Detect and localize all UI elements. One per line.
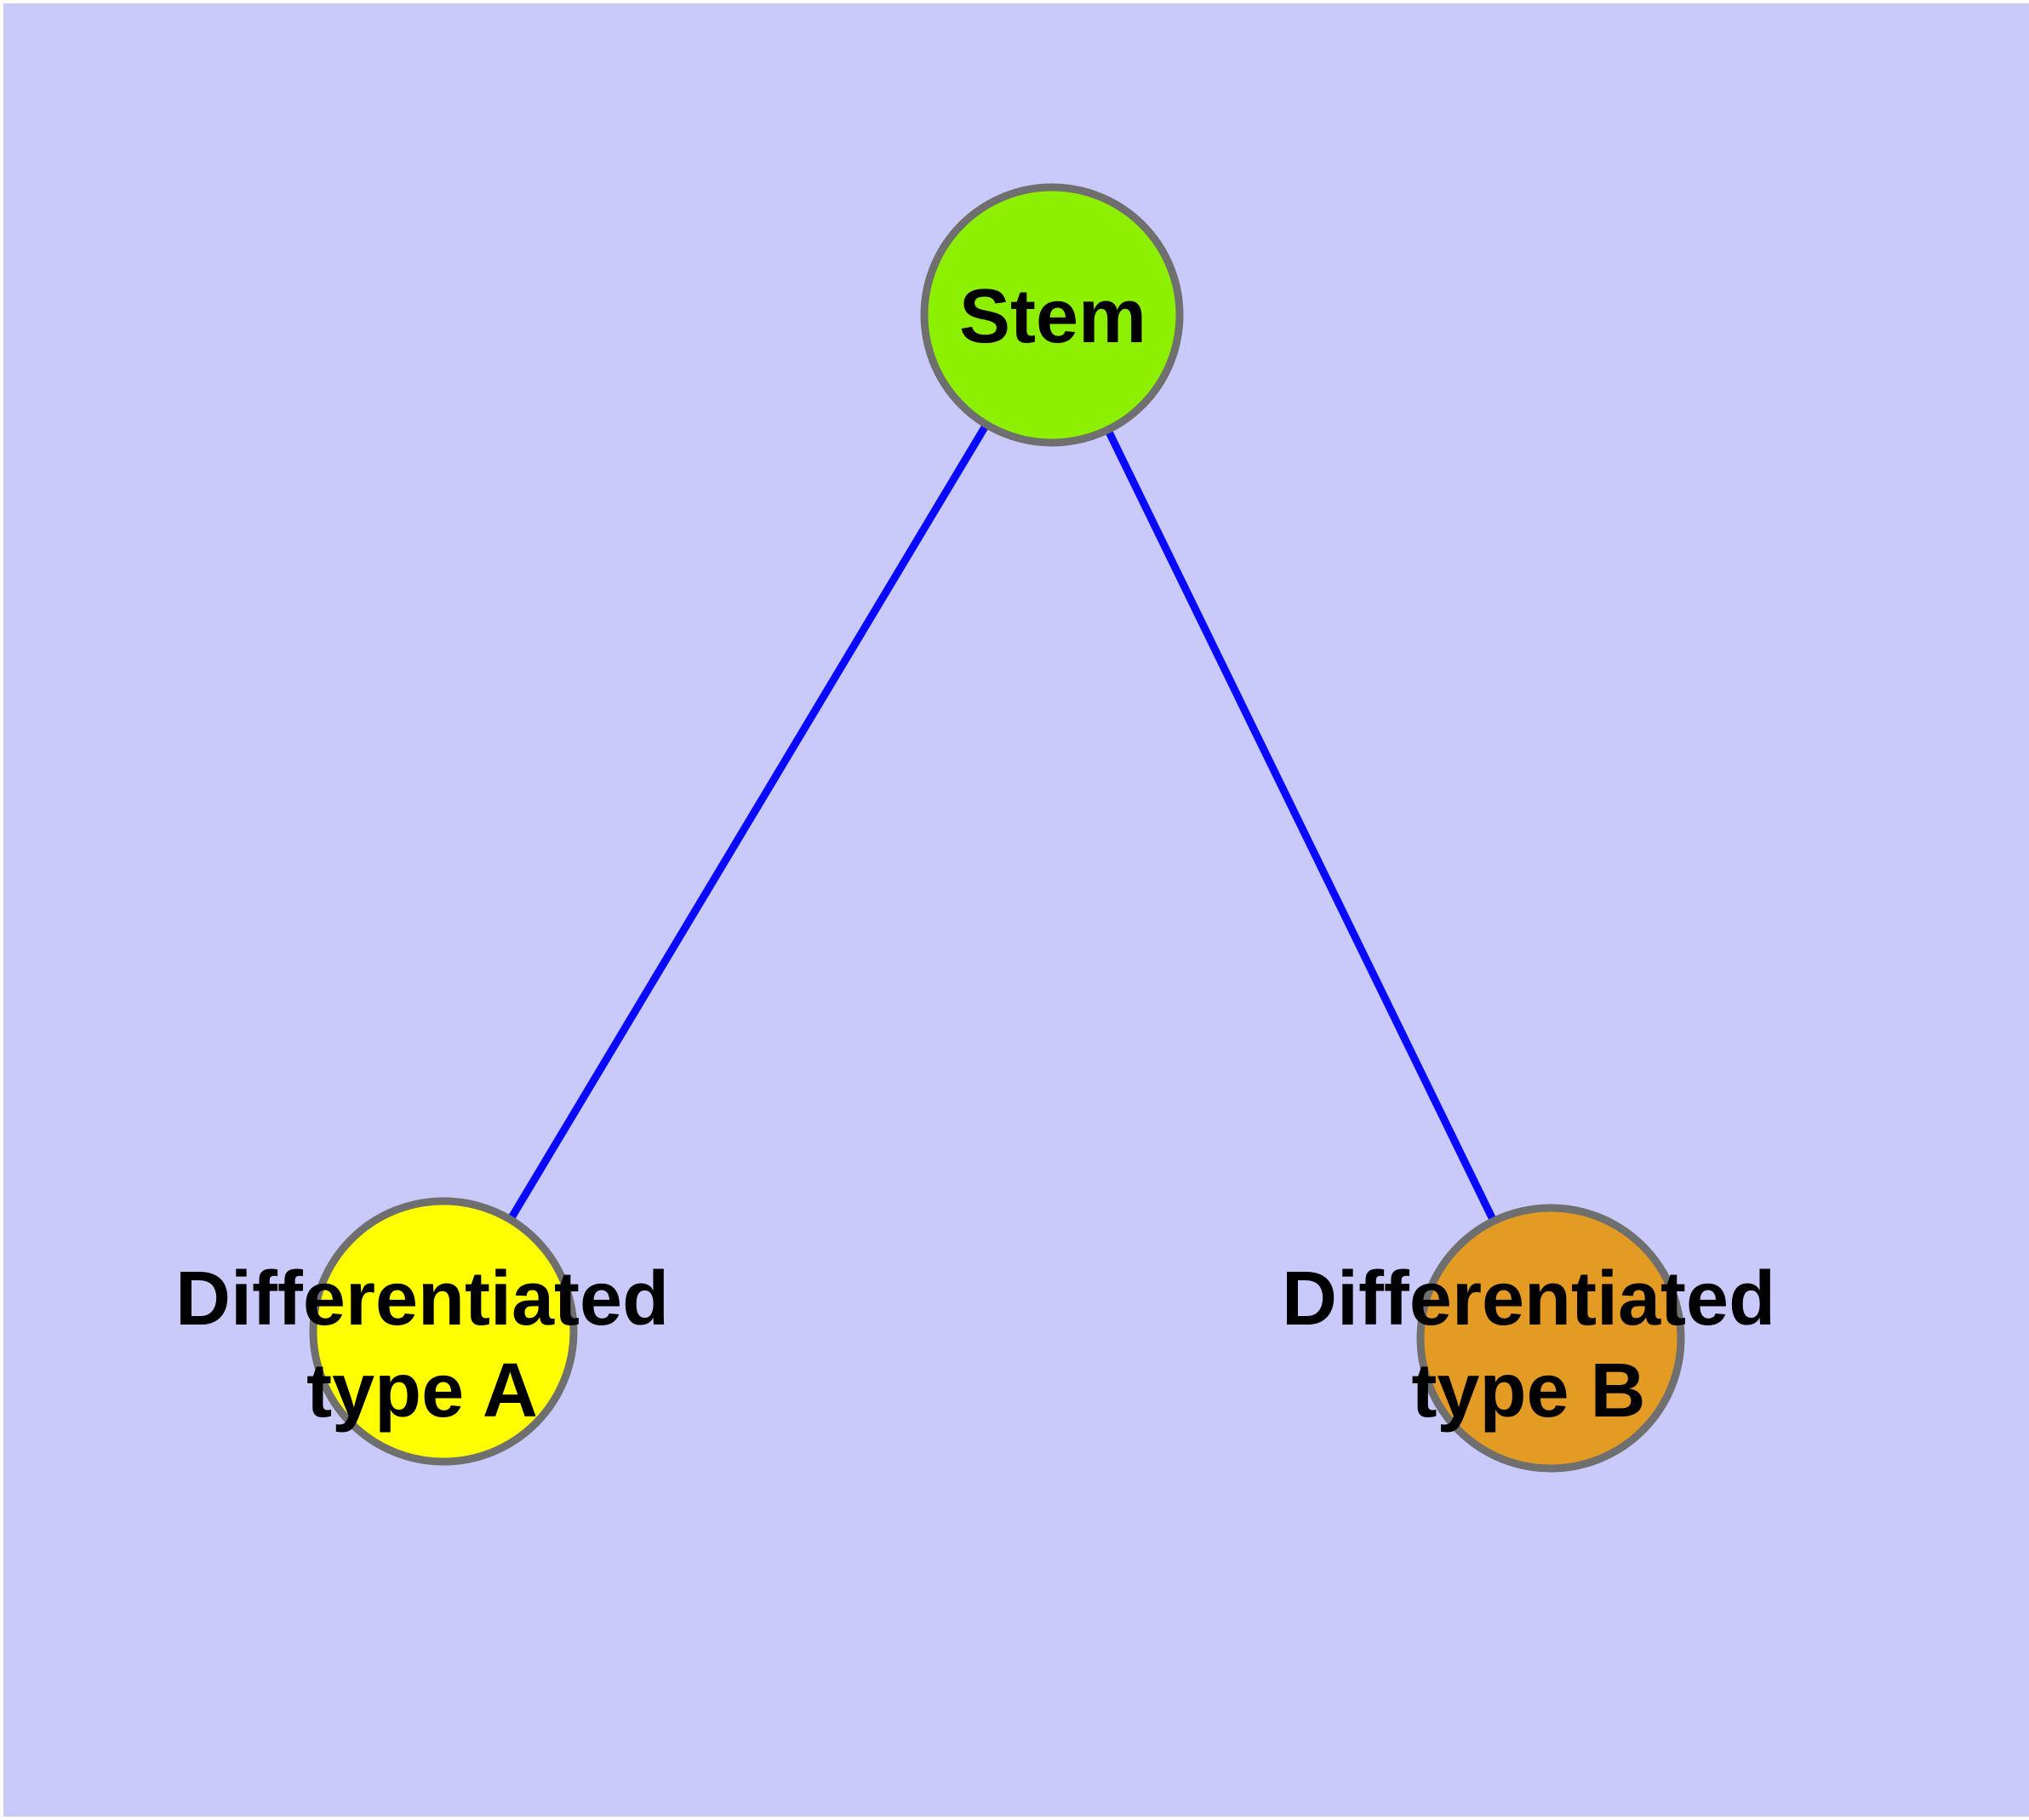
node-type-a-label: Differentiated type A — [175, 1253, 669, 1437]
node-type-b-label-line2: type B — [1411, 1348, 1646, 1434]
node-type-b-circle — [1416, 1204, 1685, 1473]
node-type-b-label-line1: Differentiated — [1281, 1256, 1776, 1342]
node-type-a-circle — [309, 1197, 578, 1466]
graph-svg — [3, 3, 2029, 1817]
diagram-canvas: Stem Differentiated type A Differentiate… — [3, 3, 2029, 1817]
node-stem-label-text: Stem — [958, 274, 1147, 359]
edge-stem-to-type-a — [440, 312, 1055, 1334]
node-stem-circle — [920, 183, 1184, 447]
node-type-b-label: Differentiated type B — [1282, 1253, 1775, 1437]
node-type-a-label-line2: type A — [306, 1348, 538, 1434]
node-type-a-label-line1: Differentiated — [174, 1256, 670, 1342]
node-stem-label: Stem — [959, 271, 1146, 363]
edge-stem-to-type-b — [1048, 313, 1555, 1340]
